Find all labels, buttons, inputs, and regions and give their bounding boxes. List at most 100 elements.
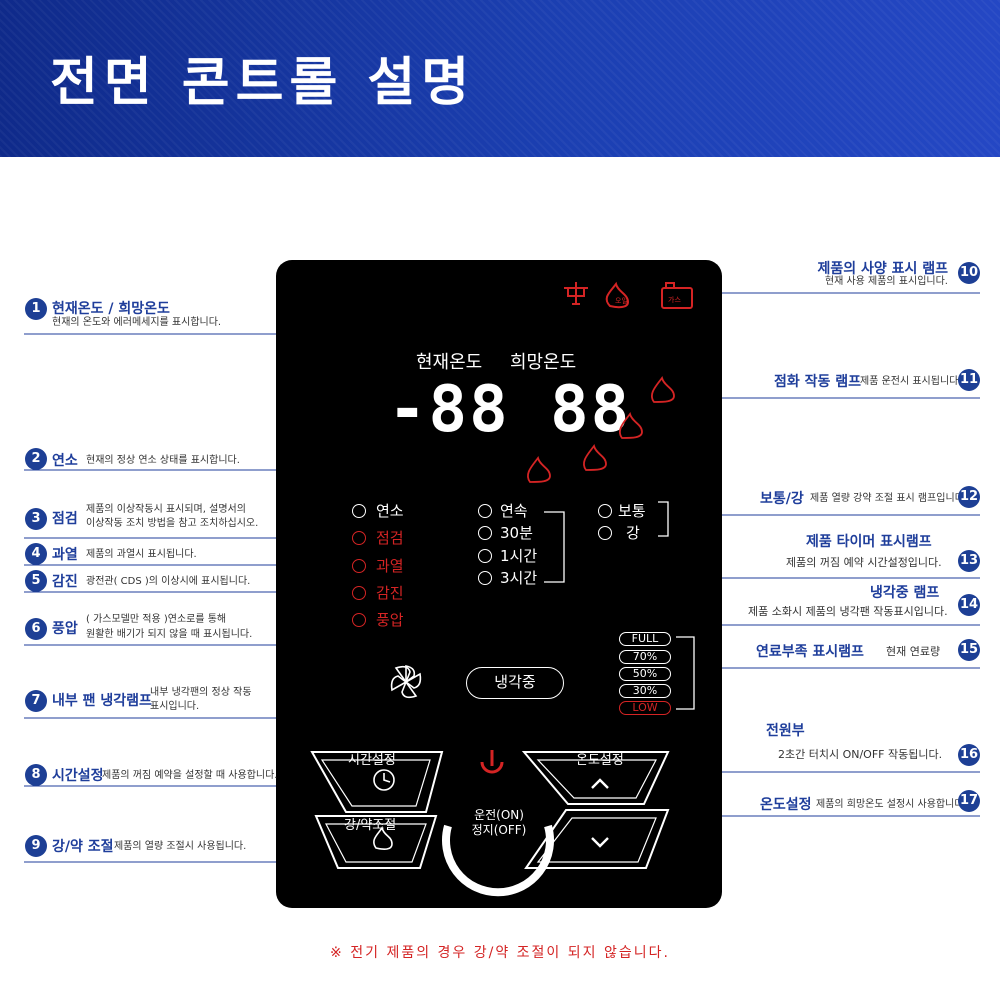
annotation-10-number: 10 bbox=[958, 262, 980, 284]
annotation-10-title: 제품의 사양 표시 램프 bbox=[817, 261, 948, 277]
spec-lamps bbox=[564, 281, 693, 309]
power-off-label[interactable]: 정지(OFF) bbox=[471, 823, 527, 837]
button-frames bbox=[310, 750, 670, 897]
fuel-bracket bbox=[676, 636, 695, 710]
strength-high-lamp bbox=[598, 526, 612, 540]
page-title: 전면 콘트롤 설명 bbox=[50, 53, 476, 113]
fan-icon bbox=[390, 665, 422, 699]
timer-30min-label: 30분 bbox=[500, 524, 533, 542]
air-pressure-lamp bbox=[352, 613, 366, 627]
annotation-3-desc2: 이상작동 조치 방법을 참고 조치하십시오. bbox=[86, 518, 259, 529]
annotation-9-number: 9 bbox=[25, 835, 47, 857]
annotation-11-title: 점화 작동 램프 bbox=[774, 374, 862, 390]
annotation-10-desc: 현재 사용 제품의 표시입니다. bbox=[824, 276, 948, 287]
annotation-3-desc: 제품의 이상작동시 표시되며, 설명서의 bbox=[86, 504, 246, 515]
annotation-14-number: 14 bbox=[958, 594, 980, 616]
timer-bracket bbox=[544, 511, 565, 583]
annotation-11-number: 11 bbox=[958, 369, 980, 391]
air-pressure-label: 풍압 bbox=[376, 611, 404, 629]
sensor-lamp bbox=[352, 586, 366, 600]
timer-set-button[interactable]: 시간설정 bbox=[348, 753, 396, 768]
timer-1h-lamp bbox=[478, 549, 492, 563]
sensor-label: 감진 bbox=[376, 584, 404, 602]
annotation-16-number: 16 bbox=[958, 744, 980, 766]
annotation-12-title: 보통/강 bbox=[760, 491, 804, 507]
annotation-16-desc: 2초간 터치시 ON/OFF 작동됩니다. bbox=[778, 748, 943, 761]
annotation-7-desc: 내부 냉각팬의 정상 작동 bbox=[150, 687, 252, 698]
fuel-50: 50% bbox=[619, 667, 671, 681]
annotation-6-title: 풍압 bbox=[52, 621, 78, 637]
overheat-lamp bbox=[352, 559, 366, 573]
strength-high-label: 강 bbox=[626, 524, 640, 542]
power-on-label[interactable]: 운전(ON) bbox=[474, 808, 524, 822]
annotation-3-title: 점검 bbox=[52, 511, 78, 527]
annotation-6-number: 6 bbox=[25, 618, 47, 640]
annotation-15-title: 연료부족 표시램프 bbox=[756, 644, 864, 660]
fuel-70: 70% bbox=[619, 650, 671, 664]
annotation-15-desc: 현재 연료량 bbox=[886, 645, 941, 658]
timer-continuous-label: 연속 bbox=[500, 502, 528, 520]
annotation-5-desc: 광전관( CDS )의 이상시에 표시됩니다. bbox=[86, 576, 251, 587]
annotation-5-title: 감진 bbox=[52, 574, 78, 590]
check-lamp bbox=[352, 531, 366, 545]
flame-icon bbox=[526, 375, 675, 483]
oil-lamp-text: 오일 bbox=[615, 297, 628, 305]
annotation-8-desc: 제품의 꺼짐 예약을 설정할 때 사용합니다. bbox=[102, 770, 278, 781]
annotation-4-number: 4 bbox=[25, 543, 47, 565]
temp-up-button[interactable] bbox=[538, 752, 668, 804]
annotation-2-title: 연소 bbox=[52, 453, 78, 469]
strength-normal-lamp bbox=[598, 504, 612, 518]
check-label: 점검 bbox=[376, 529, 404, 547]
combustion-lamp bbox=[352, 504, 366, 518]
annotation-7-desc2: 표시입니다. bbox=[150, 701, 200, 712]
timer-1h-label: 1시간 bbox=[500, 547, 538, 565]
annotation-8-title: 시간설정 bbox=[52, 768, 104, 784]
timer-3h-lamp bbox=[478, 571, 492, 585]
timer-3h-label: 3시간 bbox=[500, 569, 538, 587]
temperature-display: -88 88 bbox=[388, 373, 632, 447]
target-temp-label: 희망온도 bbox=[510, 352, 577, 373]
annotation-3-number: 3 bbox=[25, 508, 47, 530]
annotation-2-number: 2 bbox=[25, 448, 47, 470]
annotation-15-number: 15 bbox=[958, 639, 980, 661]
header-banner: 전면 콘트롤 설명 bbox=[0, 0, 1000, 157]
annotation-14-title: 냉각중 램프 bbox=[870, 585, 940, 601]
annotation-7-number: 7 bbox=[25, 690, 47, 712]
annotation-17-desc: 제품의 희망온도 설정시 사용합니다. bbox=[816, 799, 967, 810]
combustion-label: 연소 bbox=[376, 502, 404, 520]
annotation-7-title: 내부 팬 냉각램프 bbox=[52, 693, 152, 709]
annotation-13-number: 13 bbox=[958, 550, 980, 572]
annotation-12-desc: 제품 열량 강약 조절 표시 램프입니다. bbox=[810, 493, 968, 504]
annotation-11-desc: 제품 운전시 표시됩니다. bbox=[860, 376, 962, 387]
timer-continuous-lamp bbox=[478, 504, 492, 518]
annotation-16-title: 전원부 bbox=[766, 723, 805, 739]
annotation-17-title: 온도설정 bbox=[760, 797, 812, 813]
annotation-9-title: 강/약 조절 bbox=[52, 839, 114, 855]
footer-note: ※ 전기 제품의 경우 강/약 조절이 되지 않습니다. bbox=[330, 945, 670, 961]
clock-icon bbox=[373, 769, 395, 791]
annotation-1-desc: 현재의 온도와 에러메세지를 표시합니다. bbox=[52, 317, 222, 328]
cooling-indicator: 냉각중 bbox=[466, 667, 564, 699]
fuel-low: LOW bbox=[619, 701, 671, 715]
annotation-6-desc: ( 가스모델만 적용 )연소로를 통해 bbox=[86, 614, 227, 625]
temp-set-label: 온도설정 bbox=[576, 753, 624, 768]
annotation-5-number: 5 bbox=[25, 570, 47, 592]
strength-bracket bbox=[658, 501, 669, 537]
strength-normal-label: 보통 bbox=[618, 502, 646, 520]
annotation-9-desc: 제품의 열량 조절시 사용됩니다. bbox=[114, 841, 247, 852]
strength-set-button[interactable]: 강/약조절 bbox=[344, 818, 397, 833]
annotation-14-desc: 제품 소화시 제품의 냉각팬 작동표시입니다. bbox=[748, 605, 948, 618]
timer-30min-lamp bbox=[478, 526, 492, 540]
fuel-30: 30% bbox=[619, 684, 671, 698]
annotation-13-title: 제품 타이머 표시램프 bbox=[806, 534, 932, 550]
temp-down-button[interactable] bbox=[538, 810, 668, 868]
annotation-1-title: 현재온도 / 희망온도 bbox=[52, 301, 170, 317]
annotation-2-desc: 현재의 정상 연소 상태를 표시합니다. bbox=[86, 455, 240, 466]
annotation-4-title: 과열 bbox=[52, 547, 78, 563]
annotation-13-desc: 제품의 꺼짐 예약 시간설정입니다. bbox=[786, 556, 942, 569]
annotation-8-number: 8 bbox=[25, 764, 47, 786]
annotation-4-desc: 제품의 과열시 표시됩니다. bbox=[86, 549, 197, 560]
annotation-12-number: 12 bbox=[958, 486, 980, 508]
control-panel: 오일 가스 현재온도 희망온도 -88 88 연소 점검 과열 감진 풍압 연속… bbox=[276, 260, 722, 908]
current-temp-label: 현재온도 bbox=[416, 352, 483, 373]
